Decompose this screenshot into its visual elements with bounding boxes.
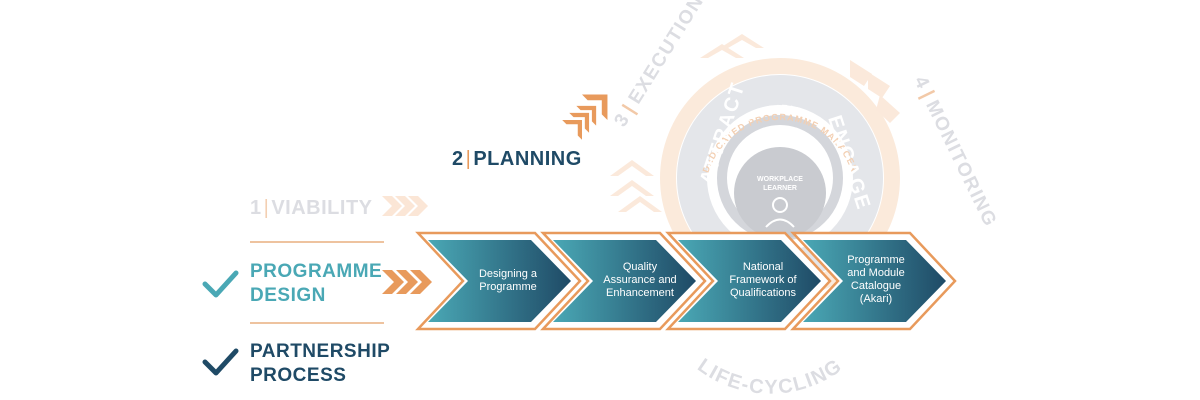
faded-chevron-icon xyxy=(610,160,654,176)
menu-item-partnership-process[interactable]: PARTNERSHIP PROCESS xyxy=(250,340,390,388)
step-monitoring: 4|MONITORING xyxy=(910,73,1001,231)
chevron-label: Programme and Module Catalogue (Akari) xyxy=(847,254,905,305)
planning-arrow-icon xyxy=(562,94,608,140)
divider xyxy=(250,241,384,243)
chevron-quality-assurance[interactable] xyxy=(553,240,696,322)
step-planning: 2|PLANNING xyxy=(452,148,582,170)
partnership-process-check-icon xyxy=(202,348,239,376)
partnership-process-line2: PROCESS xyxy=(250,365,347,386)
learner-circle xyxy=(734,147,826,239)
step-monitoring-label: MONITORING xyxy=(921,97,1000,230)
learner-body-icon xyxy=(765,218,795,228)
viability-arrow-icon xyxy=(382,196,428,216)
faded-chevron-icon xyxy=(850,60,872,86)
programme-design-line1: PROGRAMME xyxy=(250,261,383,282)
step-planning-label: PLANNING xyxy=(473,148,582,170)
programme-design-line2: DESIGN xyxy=(250,285,326,306)
faded-chevron-icon xyxy=(876,95,900,123)
programme-design-check-icon xyxy=(202,270,239,298)
partnership-process-line1: PARTNERSHIP xyxy=(250,341,391,362)
chevron-designing-programme[interactable] xyxy=(428,240,571,322)
workplace-text: WORKPLACE xyxy=(757,176,803,183)
menu-item-programme-design[interactable]: PROGRAMME DESIGN xyxy=(250,260,382,308)
svg-text:LIFE-CYCLING: LIFE-CYCLING xyxy=(694,355,847,399)
divider xyxy=(250,322,384,324)
faded-chevron-icon xyxy=(700,44,744,58)
life-cycling-text: LIFE-CYCLING xyxy=(694,355,845,399)
step-viability-num: 1 xyxy=(250,197,262,219)
chevron-label: National Framework of Qualifications xyxy=(729,261,797,299)
learner-text: LEARNER xyxy=(763,185,797,192)
step-viability: 1|VIABILITY xyxy=(250,197,373,219)
faded-chevron-icon xyxy=(720,34,764,48)
step-viability-label: VIABILITY xyxy=(271,197,373,219)
learner-head-icon xyxy=(772,197,788,213)
programme-design-arrow-icon xyxy=(382,270,432,294)
chevron-national-framework[interactable] xyxy=(678,240,821,322)
svg-text:4|MONITORING: 4|MONITORING xyxy=(910,73,1001,231)
chevron-label: Designing a Programme xyxy=(478,268,538,293)
step-planning-num: 2 xyxy=(452,148,464,170)
faded-chevron-icon xyxy=(618,196,662,212)
step-execution-label: EXECUTION xyxy=(625,0,709,108)
chevron-programme-catalogue[interactable] xyxy=(803,240,946,322)
faded-chevron-icon xyxy=(610,180,654,196)
chevron-label: Quality Assurance and Enhancement xyxy=(603,261,677,299)
faded-chevron-icon xyxy=(868,72,890,98)
chevron-fills xyxy=(428,240,946,322)
